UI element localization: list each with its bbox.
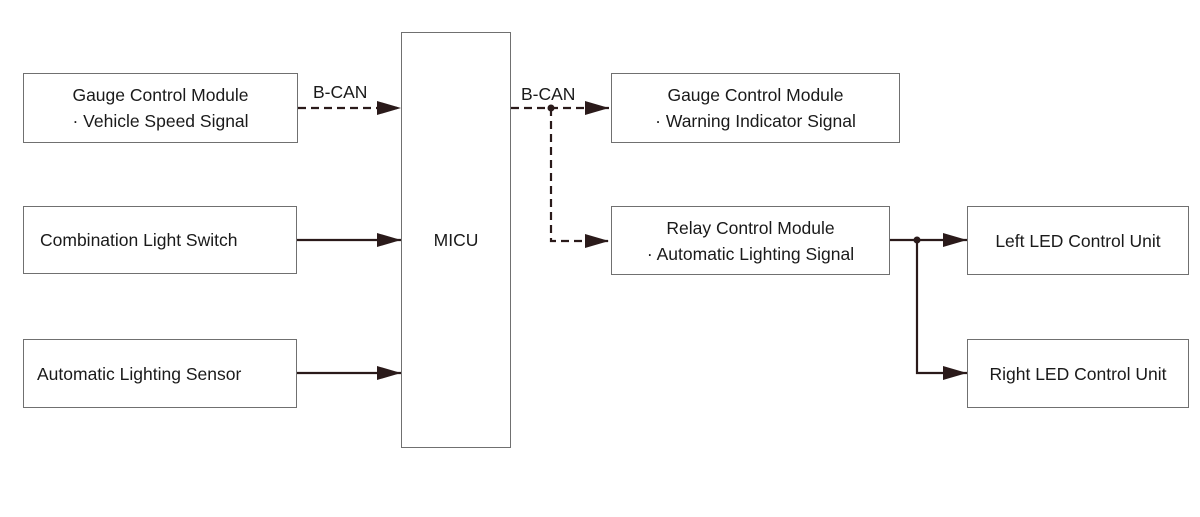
- left-led-label: Left LED Control Unit: [995, 230, 1161, 251]
- relay-to-right-led-arrow: [915, 240, 967, 380]
- gauge-control-module-input-box: Gauge Control Module · Vehicle Speed Sig…: [23, 73, 298, 143]
- bcan-junction-dot: [547, 104, 555, 112]
- gauge-output-signal: · Warning Indicator Signal: [655, 111, 856, 131]
- relay-title: Relay Control Module: [666, 217, 835, 238]
- combination-light-switch-box: Combination Light Switch: [23, 206, 297, 274]
- gauge-input-signal: · Vehicle Speed Signal: [72, 111, 249, 131]
- right-led-control-unit-box: Right LED Control Unit: [967, 339, 1189, 408]
- micu-label: MICU: [433, 230, 479, 250]
- gauge-output-title: Gauge Control Module: [667, 85, 844, 105]
- bcan-input-label: B-CAN: [313, 82, 368, 102]
- relay-junction-dot: [913, 236, 921, 244]
- bcan-output-label: B-CAN: [521, 84, 576, 104]
- relay-signal: · Automatic Lighting Signal: [646, 243, 855, 264]
- combination-light-switch-label: Combination Light Switch: [40, 230, 238, 250]
- left-led-control-unit-box: Left LED Control Unit: [967, 206, 1189, 275]
- relay-control-module-box: Relay Control Module · Automatic Lightin…: [611, 206, 890, 275]
- right-led-label: Right LED Control Unit: [989, 363, 1167, 384]
- gauge-control-module-output-box: Gauge Control Module · Warning Indicator…: [611, 73, 900, 143]
- automatic-lighting-sensor-box: Automatic Lighting Sensor: [23, 339, 297, 408]
- gauge-input-title: Gauge Control Module: [72, 85, 249, 105]
- micu-box: MICU: [401, 32, 511, 448]
- automatic-lighting-sensor-label: Automatic Lighting Sensor: [37, 363, 242, 384]
- bcan-relay-branch-arrow: [549, 108, 609, 248]
